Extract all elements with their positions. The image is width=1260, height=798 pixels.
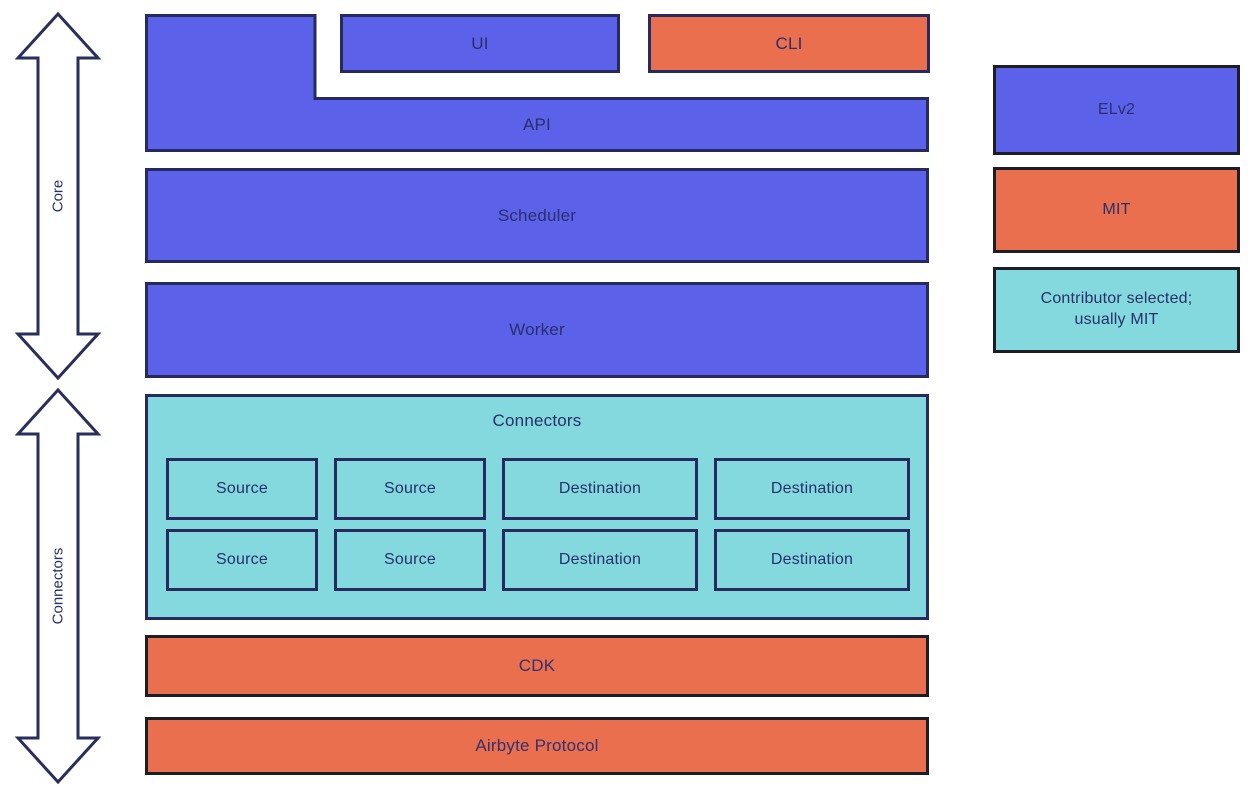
connectors-arrow-label: Connectors <box>49 547 67 625</box>
connector-cell-label: Destination <box>770 551 854 568</box>
connector-cell-destination: Destination <box>502 458 698 520</box>
worker-block: Worker <box>145 282 929 378</box>
connectors-span-arrow <box>14 387 102 785</box>
scheduler-block-label: Scheduler <box>497 205 577 225</box>
core-span-arrow <box>14 11 102 381</box>
connector-cell-label: Source <box>384 551 436 568</box>
connectors-block-title: Connectors <box>492 411 582 430</box>
cdk-block-label: CDK <box>518 656 556 675</box>
airbyte-protocol-block-label: Airbyte Protocol <box>475 736 599 755</box>
connector-cell-label: Source <box>216 480 268 497</box>
legend-item-contributor: Contributor selected; usually MIT <box>993 267 1240 353</box>
scheduler-block: Scheduler <box>145 168 929 263</box>
connector-cell-source: Source <box>334 529 486 591</box>
cdk-block: CDK <box>145 635 929 697</box>
worker-block-label: Worker <box>509 320 565 339</box>
connector-cell-label: Destination <box>770 480 854 497</box>
connector-cell-source: Source <box>334 458 486 520</box>
connector-cell-source: Source <box>166 529 318 591</box>
connector-cell-label: Source <box>216 551 268 568</box>
connector-cell-label: Destination <box>558 480 642 497</box>
legend-item-contributor-label: Contributor selected; usually MIT <box>1040 290 1193 328</box>
legend-item-elv2: ELv2 <box>993 65 1240 155</box>
cli-block-label: CLI <box>775 33 803 53</box>
api-l-polygon <box>145 14 929 152</box>
connectors-block: Connectors Source Source Destination Des… <box>145 394 929 620</box>
side-arrows <box>14 11 102 785</box>
ui-block-label: UI <box>471 33 489 53</box>
airbyte-protocol-block: Airbyte Protocol <box>145 717 929 775</box>
legend-item-mit: MIT <box>993 167 1240 253</box>
core-arrow-label: Core <box>49 179 67 213</box>
connector-cell-label: Destination <box>558 551 642 568</box>
ui-block: UI <box>340 14 620 73</box>
connector-cell-destination: Destination <box>714 458 910 520</box>
legend-item-elv2-label: ELv2 <box>1097 100 1136 118</box>
api-block-label: API <box>522 114 551 134</box>
cli-block: CLI <box>648 14 930 73</box>
api-block-shape <box>145 14 929 152</box>
connector-cell-source: Source <box>166 458 318 520</box>
connector-cell-destination: Destination <box>714 529 910 591</box>
connector-cell-destination: Destination <box>502 529 698 591</box>
connector-cell-label: Source <box>384 480 436 497</box>
legend-item-mit-label: MIT <box>1102 200 1131 218</box>
